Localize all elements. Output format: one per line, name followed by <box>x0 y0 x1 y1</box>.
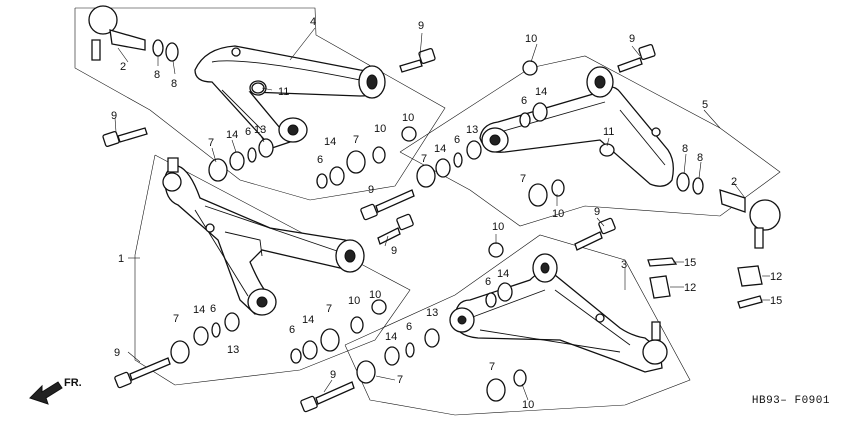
callout-nut-c: 10 <box>402 112 414 124</box>
callout-bolt-g: 9 <box>114 347 120 359</box>
callout-bolt-f: 9 <box>594 206 600 218</box>
callout-bolt-d: 9 <box>368 184 374 196</box>
callout-collar-g: 7 <box>397 374 403 386</box>
ball-joint-upper-right <box>676 172 781 249</box>
callout-seal-d: 13 <box>426 307 438 319</box>
bolt-group <box>102 44 656 413</box>
callout-nut-d: 10 <box>552 208 564 220</box>
upper-arm-right <box>479 66 674 187</box>
lower-right-assembly-outline <box>344 234 691 416</box>
bolt-lower-center <box>300 381 355 413</box>
callout-nut-a: 10 <box>525 33 537 45</box>
callout-castle-nut-b: 12 <box>684 282 696 294</box>
callout-collar-f: 7 <box>326 303 332 315</box>
small-parts <box>170 60 565 402</box>
callout-nut-g: 10 <box>369 289 381 301</box>
upper-right-assembly-outline <box>399 55 781 227</box>
callout-w14-d: 14 <box>535 86 547 98</box>
callout-collar-e: 7 <box>173 313 179 325</box>
callout-seal-c: 13 <box>227 344 239 356</box>
bolt-center-upper <box>360 189 415 221</box>
bolt-center-lower <box>377 213 414 245</box>
callout-oring-a: 6 <box>245 126 251 138</box>
castle-nut-and-pins <box>647 257 763 309</box>
callout-lower-arm-right: 3 <box>621 259 627 271</box>
callout-upper-arm-right: 5 <box>702 99 708 111</box>
callout-collar-h: 7 <box>489 361 495 373</box>
direction-label: FR. <box>64 377 82 389</box>
bolt-lower-right-rear <box>574 217 616 251</box>
callout-ball-joint-left: 2 <box>120 61 126 73</box>
upper-left-assembly-outline <box>74 7 446 201</box>
callout-washer-b: 8 <box>171 78 177 90</box>
callout-nut-e: 10 <box>492 221 504 233</box>
callout-collar-c: 7 <box>421 153 427 165</box>
callout-nut-f: 10 <box>348 295 360 307</box>
bolt-left-upper-mid <box>102 127 148 147</box>
callout-cotter-pin-b: 15 <box>770 295 782 307</box>
callout-cotter-pin-a: 15 <box>684 257 696 269</box>
callout-w14-a: 14 <box>226 129 238 141</box>
callout-upper-arm-left: 4 <box>310 16 316 28</box>
callout-w14-f: 14 <box>302 314 314 326</box>
lower-arm-left <box>162 157 365 316</box>
callout-ball-joint-right: 2 <box>731 176 737 188</box>
upper-arm-left <box>194 45 386 149</box>
bolt-upper-right <box>617 44 656 73</box>
diagram-code: HB93– F0901 <box>751 395 830 407</box>
callout-labels: 4 5 1 3 2 2 8 8 8 8 9 9 9 9 9 9 9 9 10 1… <box>111 16 782 411</box>
callout-seal-b: 13 <box>466 124 478 136</box>
callout-bolt-b: 9 <box>629 33 635 45</box>
callout-oring-c: 6 <box>454 134 460 146</box>
callout-cap-a: 11 <box>278 86 289 98</box>
callout-bolt-h: 9 <box>330 369 336 381</box>
callout-cap-b: 11 <box>603 126 614 138</box>
callout-collar-a: 7 <box>208 137 214 149</box>
front-direction-arrow: FR. <box>29 377 82 405</box>
callout-seal-a: 13 <box>254 124 266 136</box>
callout-bolt-c: 9 <box>111 110 117 122</box>
callout-washer-a: 8 <box>154 69 160 81</box>
callout-bolt-e: 9 <box>391 245 397 257</box>
callout-w14-h: 14 <box>497 268 509 280</box>
callout-washer-c: 8 <box>682 143 688 155</box>
callout-oring-b: 6 <box>317 154 323 166</box>
bolt-lower-left <box>114 357 171 389</box>
callout-w14-b: 14 <box>324 136 336 148</box>
callout-oring-f: 6 <box>289 324 295 336</box>
callout-nut-b: 10 <box>374 123 386 135</box>
callout-oring-d: 6 <box>521 95 527 107</box>
lower-left-assembly-outline <box>134 154 411 386</box>
callout-collar-d: 7 <box>520 173 526 185</box>
callout-bolt-a: 9 <box>418 20 424 32</box>
lower-arm-right <box>449 253 668 373</box>
callout-oring-g: 6 <box>406 321 412 333</box>
callout-castle-nut-a: 12 <box>770 271 782 283</box>
callout-w14-g: 14 <box>385 331 397 343</box>
callout-oring-h: 6 <box>485 276 491 288</box>
bolt-upper-left <box>399 48 436 73</box>
callout-w14-c: 14 <box>434 143 446 155</box>
callout-oring-e: 6 <box>210 303 216 315</box>
callout-nut-h: 10 <box>522 399 534 411</box>
callout-washer-d: 8 <box>697 152 703 164</box>
callout-collar-b: 7 <box>353 134 359 146</box>
callout-lower-arm-left: 1 <box>118 253 124 265</box>
ball-joint-upper-left <box>88 5 179 62</box>
leader-lines <box>114 27 770 401</box>
callout-w14-e: 14 <box>193 304 205 316</box>
